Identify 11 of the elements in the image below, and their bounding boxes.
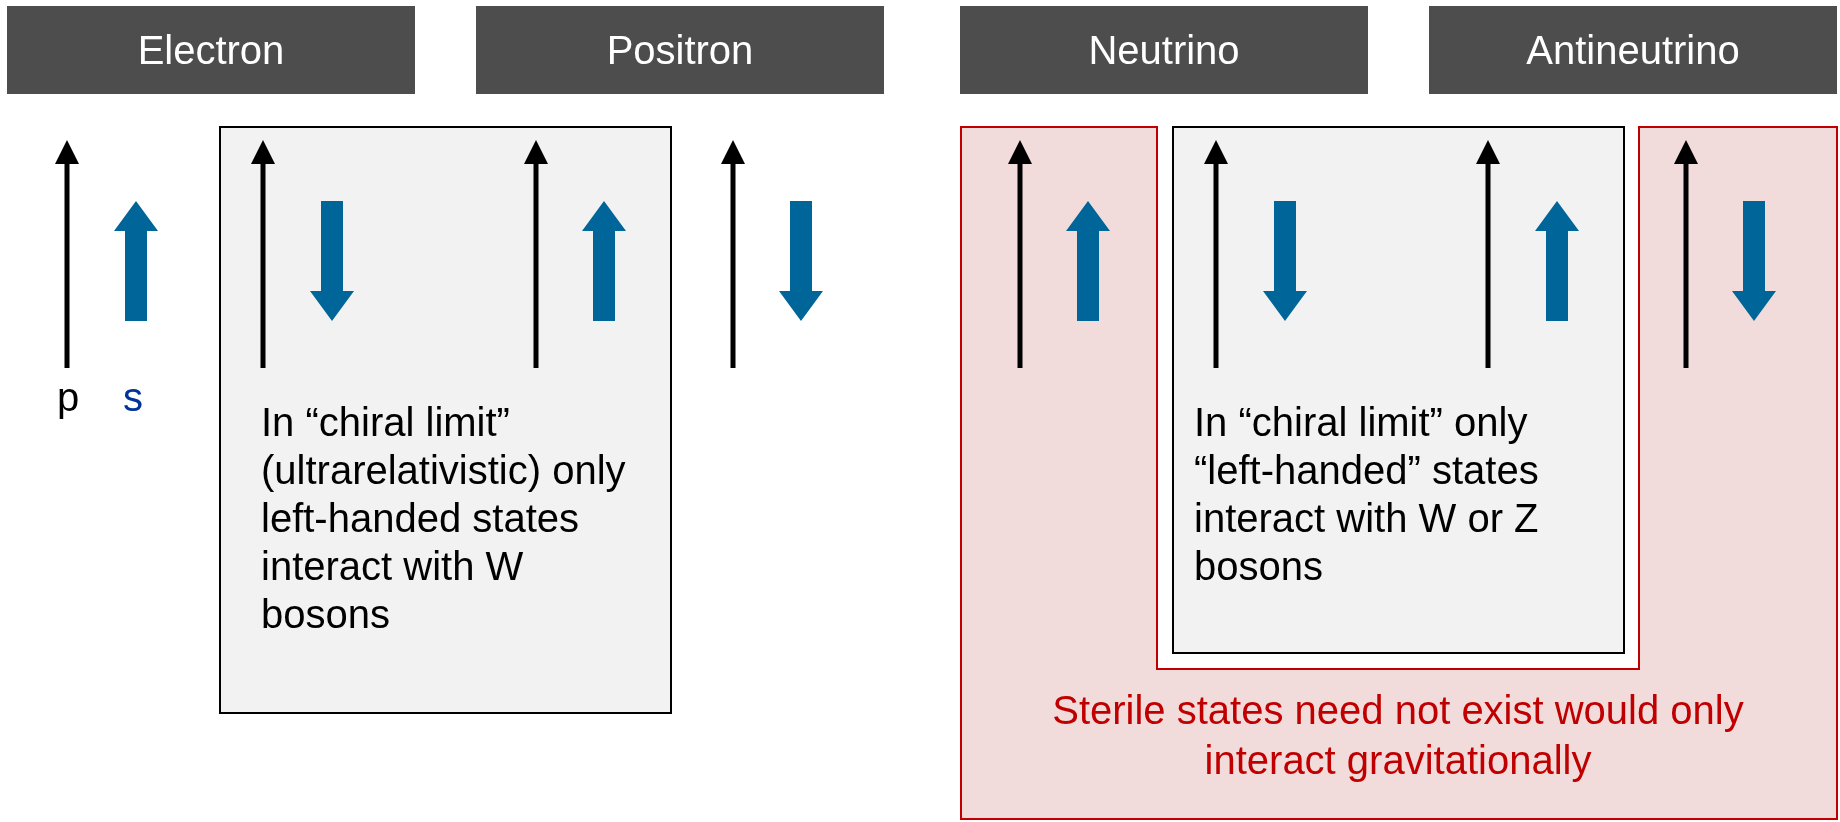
note-text: In “chiral limit” only “left-handed” states interact with W or Z bosons (1194, 399, 1540, 590)
header-bar: Antineutrino (1429, 6, 1837, 94)
axis-label: p (55, 375, 81, 420)
note-text: In “chiral limit” (ultrarelativistic) only left-handed states interact with W bosons (261, 399, 627, 638)
note-text: Sterile states need not exist would only interact gravitationally (1051, 687, 1745, 784)
text-panel (219, 126, 672, 714)
axis-label: s (122, 375, 144, 420)
header-bar: Positron (476, 6, 884, 94)
header-bar: Neutrino (960, 6, 1368, 94)
header-bar: Electron (7, 6, 415, 94)
text-panel (1172, 126, 1625, 654)
